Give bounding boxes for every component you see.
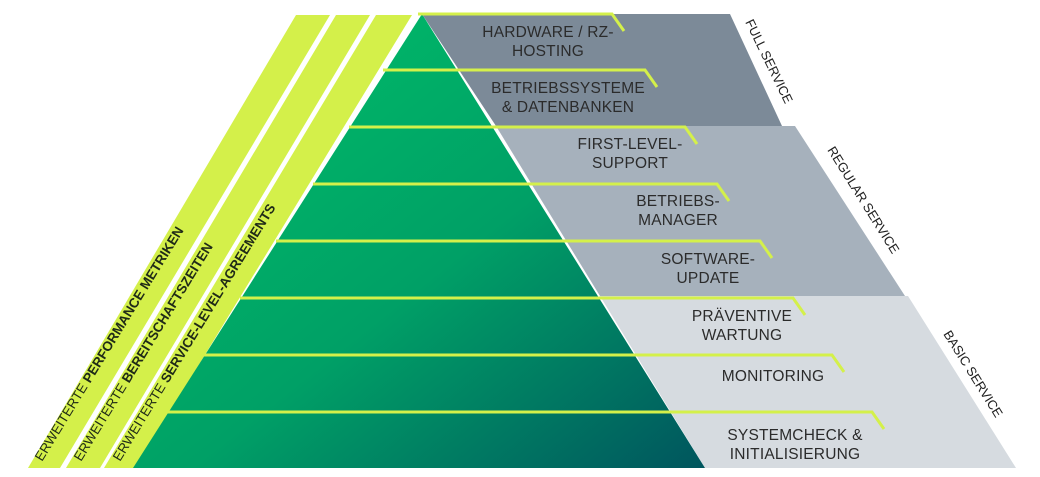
tier-label-line: SOFTWARE- [661,251,755,268]
tier-label: PRÄVENTIVE WARTUNG [692,308,792,344]
tier-label: MONITORING [722,368,824,385]
tier-label: BETRIEBSSYSTEME & DATENBANKEN [491,80,645,116]
tier-label: SOFTWARE- UPDATE [661,251,755,287]
tier-line [240,296,807,316]
tier-line [167,410,886,430]
tier-label-line: & DATENBANKEN [502,99,634,116]
tier-label-line: HARDWARE / RZ- [482,24,613,41]
tier-label: FIRST-LEVEL- SUPPORT [578,136,683,172]
tier-line [204,353,846,373]
tier-label: BETRIEBS- MANAGER [636,193,720,229]
tier-line [418,12,626,32]
tier-label-line: PRÄVENTIVE [692,308,792,325]
tier-label-line: FIRST-LEVEL- [578,136,683,153]
tier-labels: HARDWARE / RZ- HOSTING BETRIEBSSYSTEME & DA… [482,24,863,463]
tier-label-line: INITIALISIERUNG [730,446,860,463]
tier-label-line: SUPPORT [592,155,668,172]
tier-line [383,68,659,88]
tier-line [349,125,699,145]
basic-service-region [600,296,1016,468]
tier-label: SYSTEMCHECK & INITIALISIERUNG [727,427,863,463]
tier-label-line: UPDATE [677,270,740,287]
side-band-sla [104,15,412,468]
tier-lines [167,12,886,430]
regular-service-region [496,126,905,296]
tier-label-line: WARTUNG [702,327,783,344]
tier-label: HARDWARE / RZ- HOSTING [482,24,613,60]
side-band-performance [28,15,330,468]
tier-label-line: MONITORING [722,368,824,385]
tier-label-line: SYSTEMCHECK & [727,427,863,444]
tier-label-line: HOSTING [512,43,584,60]
tier-label-line: BETRIEBSSYSTEME [491,80,645,97]
tier-line [313,182,731,202]
tier-label-line: MANAGER [638,212,718,229]
tier-label-line: BETRIEBS- [636,193,720,210]
side-band-bereitschaft [66,15,370,468]
tier-line [276,239,774,259]
